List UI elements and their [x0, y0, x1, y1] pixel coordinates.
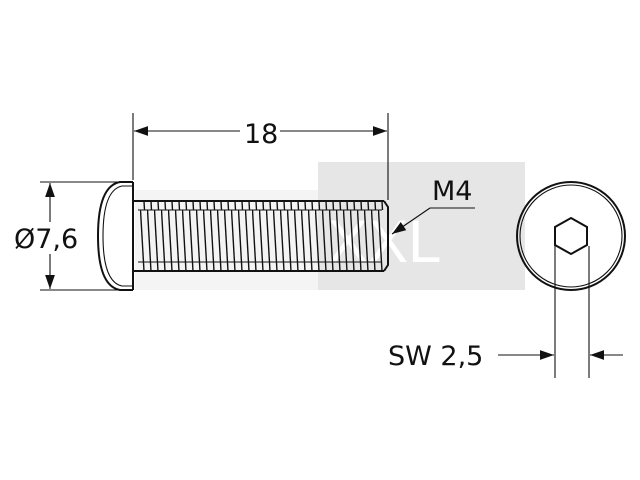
screw-tip — [383, 200, 389, 272]
thread-leader-arrow — [391, 207, 431, 235]
wrench-size-label: SW 2,5 — [388, 341, 483, 372]
length-label: 18 — [244, 119, 278, 150]
head-outer-circle — [516, 181, 626, 291]
screw-head — [96, 181, 133, 291]
head-inner-circle — [519, 184, 623, 288]
diameter-label-bg — [14, 222, 84, 254]
length-label-bg — [240, 116, 280, 146]
diameter-dimension: Ø7,6 — [14, 181, 122, 291]
wrench-size-dimension: SW 2,5 — [388, 246, 623, 378]
screw-end-view — [516, 181, 626, 291]
screw-head-inner — [102, 185, 133, 287]
hexagon-socket-icon — [554, 216, 588, 256]
screw-shank-thread — [138, 201, 384, 271]
screw-side-view — [96, 181, 389, 291]
thread-label: M4 — [432, 176, 472, 207]
diameter-label: Ø7,6 — [14, 224, 78, 255]
thread-callout: M4 — [391, 176, 475, 235]
length-dimension: 18 — [132, 113, 389, 200]
